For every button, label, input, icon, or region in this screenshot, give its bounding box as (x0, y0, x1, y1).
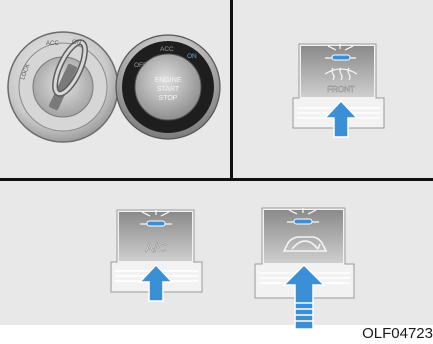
ring-label-off: OFF (134, 62, 147, 69)
ring-label-on: ON (187, 53, 197, 60)
start-button-line-2: START (157, 86, 180, 93)
recirculation-button (0, 181, 433, 344)
engine-start-button: OFF ACC ON ENGINE START STOP (0, 0, 230, 178)
front-defrost-button: FRONT (233, 0, 433, 178)
start-button-line-3: STOP (159, 95, 178, 102)
start-button-line-1: ENGINE (155, 77, 182, 84)
ring-label-acc: ACC (160, 46, 174, 53)
figure-code: OLF04723 (362, 325, 433, 342)
front-label: FRONT (327, 85, 355, 94)
